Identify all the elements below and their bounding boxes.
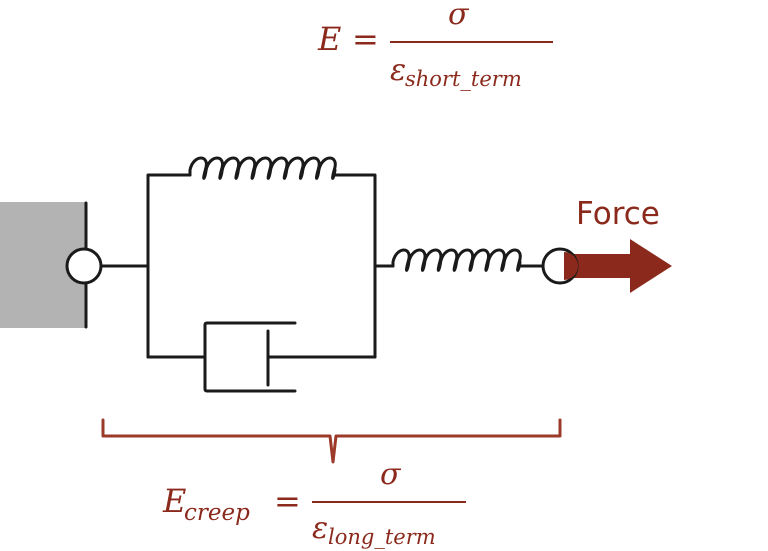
eq-bottom-equals: = (274, 482, 301, 520)
force-arrow-shaft (570, 254, 632, 278)
frame-left-top (146, 173, 192, 359)
eq-bottom-denominator-symbol: ε (312, 511, 328, 546)
eq-bottom-denominator-subscript: long_term (328, 525, 436, 549)
right-pin-fill (564, 252, 578, 280)
eq-bottom-lhs: E (162, 482, 186, 520)
short-term-modulus-equation: E = σ ε short_term (317, 0, 553, 91)
eq-top-lhs: E (317, 20, 341, 58)
force-arrow-icon (570, 239, 672, 293)
series-spring-coil (391, 248, 522, 272)
series-spring-icon (391, 248, 522, 272)
eq-top-numerator: σ (448, 0, 470, 32)
eq-top-denominator-subscript: short_term (405, 67, 522, 91)
brace-icon (101, 418, 562, 464)
dashpot-cylinder (203, 321, 297, 393)
frame-right-top (333, 173, 377, 359)
eq-top-equals: = (352, 20, 379, 58)
creep-modulus-equation: E creep = σ ε long_term (162, 457, 466, 549)
dashpot-icon (203, 321, 297, 393)
top-spring-coil (188, 156, 337, 180)
force-arrow-head (630, 239, 672, 293)
eq-top-denominator-symbol: ε (390, 53, 406, 88)
eq-bottom-numerator: σ (380, 457, 402, 492)
eq-bottom-lhs-subscript: creep (184, 500, 250, 526)
left-pin-joint (65, 247, 103, 285)
spring-icon (188, 156, 337, 180)
force-label: Force (576, 196, 660, 232)
